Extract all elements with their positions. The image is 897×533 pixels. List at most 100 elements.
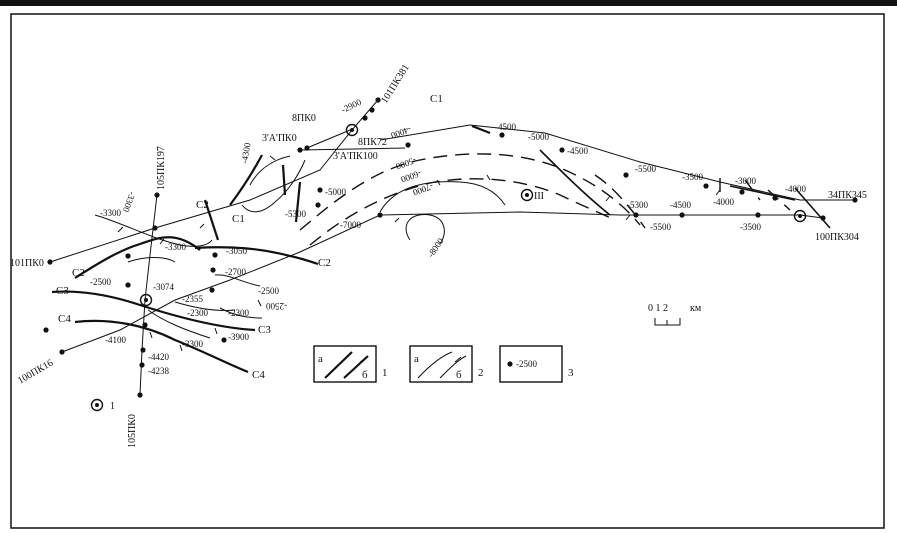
profile-labels: 101ПК0 101ПК381 8ПК0 8ПК72 3'А'ПК0 3'А'П… bbox=[10, 63, 867, 448]
point bbox=[152, 225, 158, 231]
point bbox=[772, 195, 778, 201]
horizon-labels: C1 C1 C2 C2 C2 C3 C3 C4 C4 bbox=[56, 93, 443, 381]
scale-unit: км bbox=[690, 303, 702, 314]
profile-label: 3'А'ПК100 bbox=[333, 151, 378, 162]
point bbox=[623, 172, 629, 178]
legend-b: б bbox=[362, 369, 368, 381]
map-frame bbox=[10, 13, 885, 529]
profile-100 bbox=[61, 211, 824, 353]
depth-label: -3050 bbox=[226, 246, 247, 256]
depth-label: -3300 bbox=[182, 339, 203, 349]
legend-num-3: 3 bbox=[568, 367, 574, 379]
point bbox=[820, 215, 826, 221]
depth-label: -2700 bbox=[225, 267, 246, 277]
point bbox=[559, 147, 565, 153]
iso-3900 bbox=[147, 309, 211, 339]
point bbox=[304, 145, 310, 151]
depth-label: -4300 bbox=[239, 141, 253, 164]
profile-label: 8ПК72 bbox=[358, 137, 387, 148]
depth-label: -2500 bbox=[266, 301, 287, 311]
iso-dashed-6000 bbox=[309, 178, 616, 246]
iso-dashed-5000 bbox=[299, 153, 641, 231]
profile-label: 105ПК197 bbox=[156, 146, 167, 190]
point bbox=[137, 392, 143, 398]
profile-label: 101ПК0 bbox=[10, 258, 44, 269]
isohypses bbox=[94, 149, 831, 339]
fault-east-d bbox=[794, 187, 831, 229]
fault-n1 bbox=[281, 164, 287, 196]
point bbox=[209, 287, 215, 293]
point bbox=[43, 327, 49, 333]
depth-label: -4238 bbox=[148, 366, 169, 376]
point bbox=[633, 212, 639, 218]
depth-label: -4500 bbox=[495, 122, 516, 132]
well-icon bbox=[90, 398, 104, 412]
point bbox=[47, 259, 53, 265]
iso-5300 bbox=[241, 159, 306, 213]
well-icon bbox=[793, 209, 807, 223]
point bbox=[852, 197, 858, 203]
depth-label: -3074 bbox=[153, 282, 174, 292]
depth-label: -2900 bbox=[340, 97, 364, 115]
well-label: 1 bbox=[110, 401, 115, 412]
point bbox=[140, 347, 146, 353]
iso-7000 bbox=[379, 181, 506, 213]
depth-label: -4000 bbox=[713, 197, 734, 207]
point bbox=[317, 187, 323, 193]
depth-label: -4000 bbox=[785, 184, 806, 194]
horizon-label: C2 bbox=[196, 199, 209, 211]
point bbox=[59, 349, 65, 355]
fault-c2-east bbox=[194, 246, 319, 266]
well-icon bbox=[798, 214, 802, 218]
fault-dashed-east-c bbox=[719, 178, 791, 211]
legend-num-2: 2 bbox=[478, 367, 484, 379]
point bbox=[739, 189, 745, 195]
point bbox=[362, 115, 368, 121]
fault-c2-west bbox=[74, 236, 201, 279]
legend: а б 1 а б 2 -2500 3 bbox=[313, 345, 574, 383]
horizon-label: C3 bbox=[56, 285, 69, 297]
well-icon bbox=[95, 403, 99, 407]
profile-label: 34ПК345 bbox=[828, 190, 867, 201]
depth-label: -4100 bbox=[105, 335, 126, 345]
depth-label: -5500 bbox=[635, 164, 656, 174]
depth-label: -4000 bbox=[389, 124, 413, 141]
legend-b: б bbox=[456, 369, 462, 381]
depth-label: -3900 bbox=[228, 332, 249, 342]
well-icon bbox=[520, 188, 534, 202]
fault-dashed-east-a bbox=[539, 149, 611, 216]
depth-label: -2500 bbox=[90, 277, 111, 287]
depth-label: -2355 bbox=[182, 294, 203, 304]
point bbox=[499, 132, 505, 138]
depth-label: -4500 bbox=[567, 146, 588, 156]
profile-label: 101ПК381 bbox=[379, 63, 412, 106]
depth-label: -4420 bbox=[148, 352, 169, 362]
well-icon bbox=[345, 123, 359, 137]
point bbox=[377, 212, 383, 218]
well-icon bbox=[139, 293, 153, 307]
point bbox=[125, 282, 131, 288]
point bbox=[210, 267, 216, 273]
profile-label: 100ПК16 bbox=[16, 358, 55, 387]
profile-label: 8ПК0 bbox=[292, 113, 316, 124]
horizon-label: C1 bbox=[232, 213, 245, 225]
point bbox=[139, 362, 145, 368]
profile-main-east bbox=[379, 124, 855, 201]
point bbox=[125, 253, 131, 259]
fault-n2 bbox=[294, 181, 302, 223]
fault-ticks bbox=[117, 155, 721, 352]
horizon-label: C2 bbox=[318, 257, 331, 269]
fault-c2-north bbox=[203, 199, 220, 241]
profile-3a bbox=[299, 147, 406, 151]
iso-3300 bbox=[94, 214, 213, 247]
depth-label: -2300 bbox=[187, 308, 208, 318]
depth-label: -5000 bbox=[528, 132, 549, 142]
scale-ticks: 0 1 2 bbox=[648, 303, 668, 314]
depth-label: -3300 bbox=[100, 208, 121, 218]
point bbox=[315, 202, 321, 208]
depth-label: -7000 bbox=[340, 220, 361, 230]
legend-box-2 bbox=[409, 345, 473, 383]
point bbox=[369, 107, 375, 113]
points bbox=[43, 97, 858, 398]
point bbox=[405, 142, 411, 148]
